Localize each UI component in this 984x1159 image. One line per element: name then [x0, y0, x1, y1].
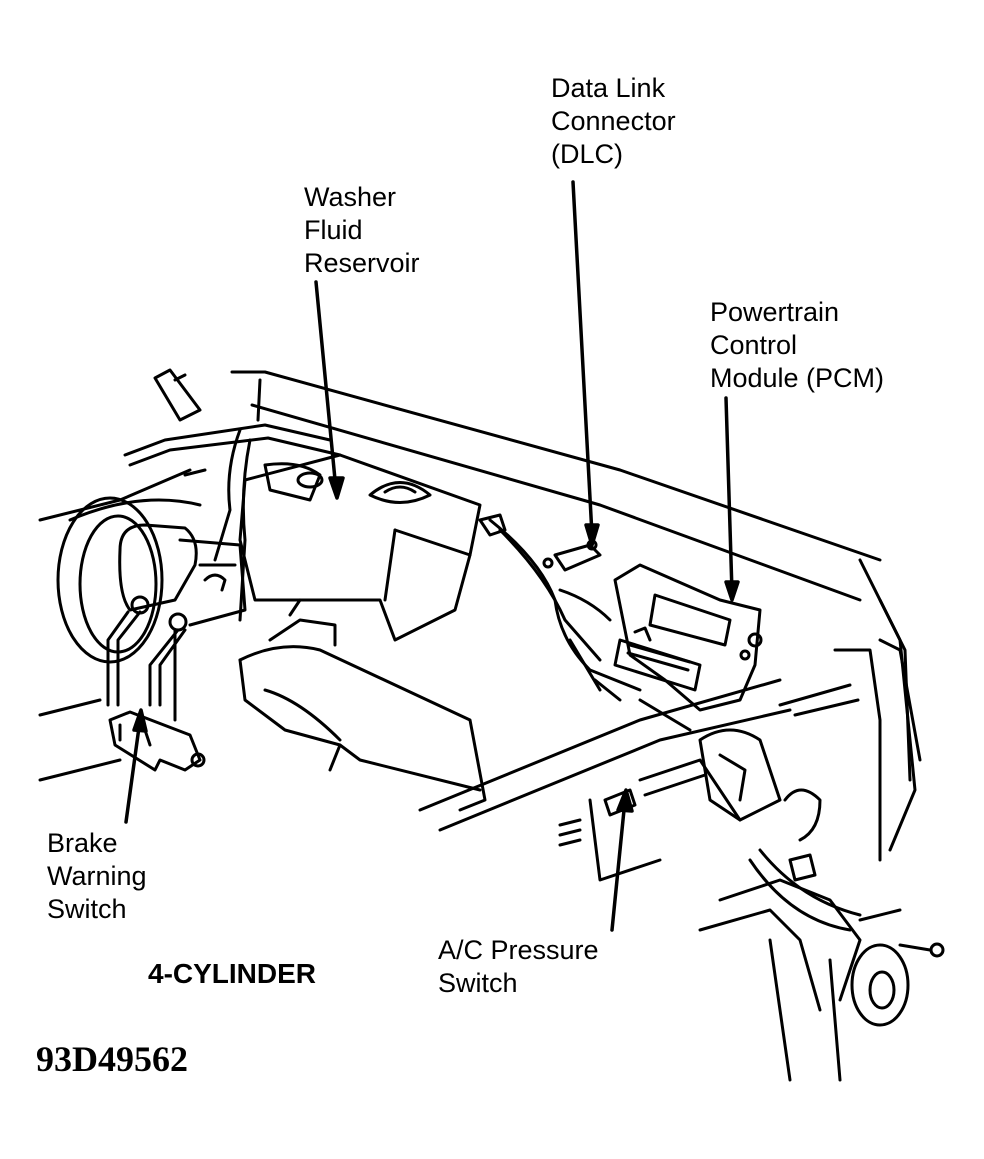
- callout-dlc-line-3: (DLC): [551, 139, 623, 169]
- callout-ac-line-1: A/C Pressure: [438, 935, 599, 965]
- leader-dlc: [571, 180, 594, 537]
- callout-brake-line-3: Switch: [47, 894, 127, 924]
- callout-pcm-line-2: Control: [710, 330, 798, 360]
- leader-brake: [124, 718, 142, 824]
- callout-washer: Washer Fluid Reservoir: [304, 181, 420, 280]
- leader-lines: [124, 180, 740, 932]
- leader-ac: [610, 798, 627, 932]
- brake-lines: [106, 610, 206, 772]
- engine-config-label: 4-CYLINDER: [148, 958, 317, 989]
- callout-washer-line-3: Reservoir: [304, 248, 420, 278]
- brake-booster: [38, 468, 202, 782]
- leader-dlc-arrow: [584, 523, 600, 547]
- figure-id: 93D49562: [36, 1039, 188, 1079]
- callout-pcm: Powertrain Control Module (PCM): [710, 296, 884, 395]
- callout-ac: A/C Pressure Switch: [438, 934, 599, 1000]
- leader-pcm: [724, 396, 734, 594]
- callout-brake-line-1: Brake: [47, 828, 118, 858]
- leader-brake-arrow: [132, 708, 148, 733]
- master-cylinder: [118, 523, 247, 632]
- callout-dlc-line-1: Data Link: [551, 73, 666, 103]
- callout-washer-line-2: Fluid: [304, 215, 363, 245]
- lower-housing: [238, 598, 792, 832]
- callout-washer-line-1: Washer: [304, 182, 397, 212]
- washer-reservoir: [238, 453, 482, 642]
- callout-ac-line-2: Switch: [438, 968, 518, 998]
- callout-pcm-line-3: Module (PCM): [710, 363, 885, 393]
- callout-pcm-line-1: Powertrain: [710, 297, 840, 327]
- callout-brake-line-2: Warning: [47, 861, 147, 891]
- pcm-module: [478, 513, 763, 732]
- leader-washer: [314, 280, 338, 492]
- leader-washer-arrow: [328, 476, 345, 500]
- leader-ac-arrow: [616, 788, 634, 813]
- callout-brake: Brake Warning Switch: [47, 827, 147, 926]
- cowl-and-fender-outline: [230, 370, 922, 862]
- callout-dlc: Data Link Connector (DLC): [551, 72, 676, 171]
- leader-pcm-arrow: [724, 580, 740, 602]
- right-side-components: [558, 728, 945, 1082]
- callout-dlc-line-2: Connector: [551, 106, 676, 136]
